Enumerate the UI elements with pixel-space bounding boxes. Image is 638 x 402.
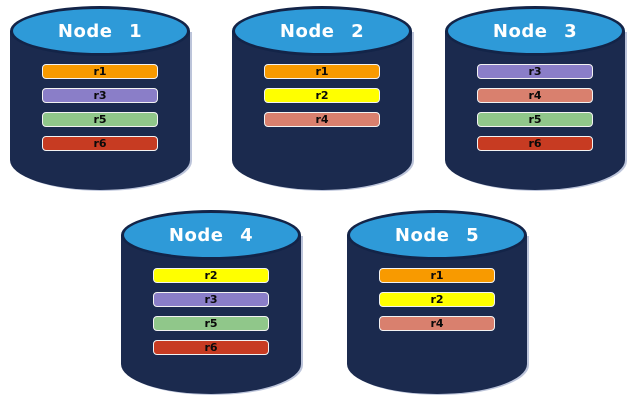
replica-bar-r3: r3 xyxy=(42,88,158,103)
replica-bar-r2: r2 xyxy=(264,88,380,103)
replica-bar-r3: r3 xyxy=(153,292,269,307)
replica-bar-r4: r4 xyxy=(477,88,593,103)
database-node-1: Node 1 r1 r3 r5 r6 xyxy=(10,6,190,192)
replica-bar-r3: r3 xyxy=(477,64,593,79)
node-title: Node 1 xyxy=(57,20,143,42)
replica-list: r1 r2 r4 xyxy=(264,64,380,127)
database-node-3: Node 3 r3 r4 r5 r6 xyxy=(445,6,625,192)
replica-list: r1 r3 r5 r6 xyxy=(42,64,158,151)
replica-bar-r6: r6 xyxy=(477,136,593,151)
database-node-4: Node 4 r2 r3 r5 r6 xyxy=(121,210,301,396)
replica-bar-r5: r5 xyxy=(153,316,269,331)
cylinder-body xyxy=(445,31,625,190)
replica-list: r1 r2 r4 xyxy=(379,268,495,331)
cylinder-body xyxy=(10,31,190,190)
cylinder-top: Node 3 xyxy=(445,6,625,56)
replica-bar-r1: r1 xyxy=(264,64,380,79)
cylinder-top: Node 2 xyxy=(232,6,412,56)
replica-bar-r2: r2 xyxy=(379,292,495,307)
replica-bar-r4: r4 xyxy=(379,316,495,331)
node-title: Node 4 xyxy=(168,224,254,246)
replica-bar-r1: r1 xyxy=(379,268,495,283)
replica-bar-r6: r6 xyxy=(42,136,158,151)
replica-list: r2 r3 r5 r6 xyxy=(153,268,269,355)
node-title: Node 5 xyxy=(394,224,480,246)
database-node-5: Node 5 r1 r2 r4 xyxy=(347,210,527,396)
replica-bar-r2: r2 xyxy=(153,268,269,283)
cylinder-top: Node 5 xyxy=(347,210,527,260)
database-node-2: Node 2 r1 r2 r4 xyxy=(232,6,412,192)
node-title: Node 2 xyxy=(279,20,365,42)
replica-bar-r6: r6 xyxy=(153,340,269,355)
cylinder-top: Node 4 xyxy=(121,210,301,260)
cylinder-top: Node 1 xyxy=(10,6,190,56)
replica-list: r3 r4 r5 r6 xyxy=(477,64,593,151)
replica-bar-r4: r4 xyxy=(264,112,380,127)
replica-bar-r1: r1 xyxy=(42,64,158,79)
replica-bar-r5: r5 xyxy=(477,112,593,127)
replica-bar-r5: r5 xyxy=(42,112,158,127)
node-title: Node 3 xyxy=(492,20,578,42)
cylinder-body xyxy=(121,235,301,394)
cylinder-body xyxy=(347,235,527,394)
cylinder-body xyxy=(232,31,412,190)
